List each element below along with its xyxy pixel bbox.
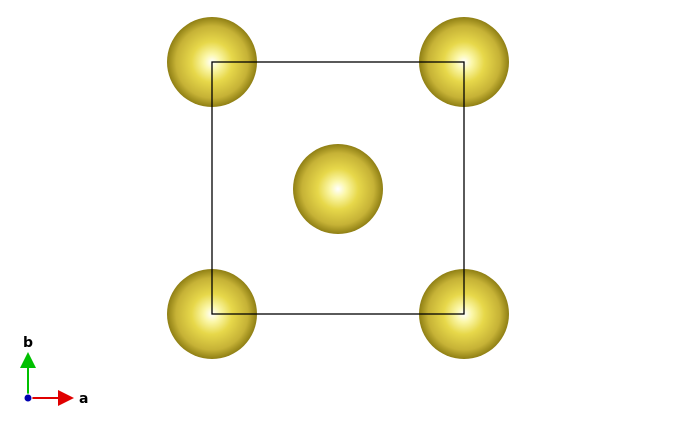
axis-b-label: b [23, 335, 33, 351]
axis-a-label: a [79, 391, 88, 407]
unit-cell-outline [211, 61, 465, 315]
axis-indicator: a b [20, 335, 88, 407]
atom-center [293, 144, 383, 234]
axis-c-origin-icon [23, 393, 33, 403]
atoms [167, 17, 509, 359]
